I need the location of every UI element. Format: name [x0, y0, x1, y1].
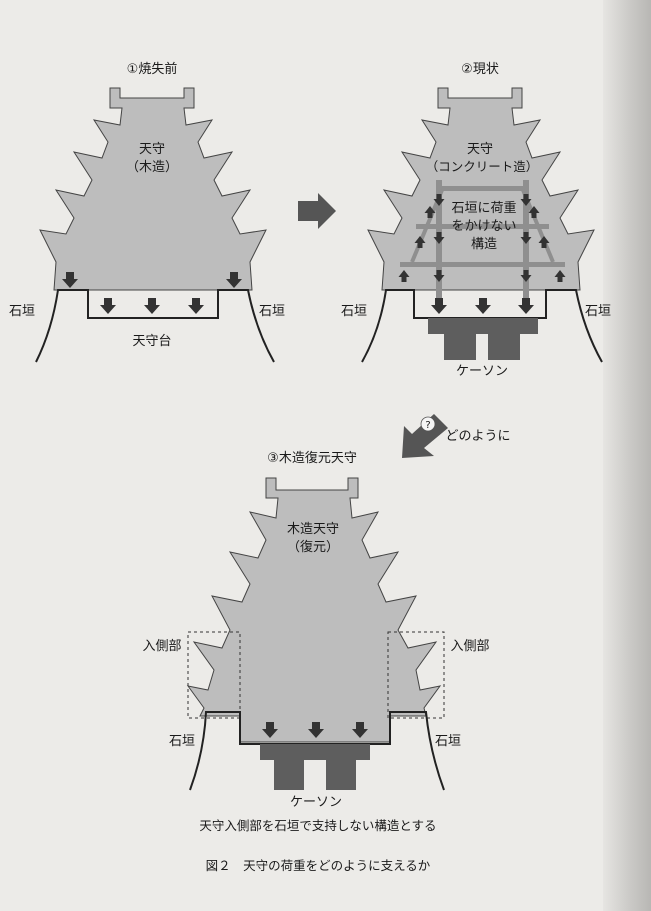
- question-mark: ?: [425, 420, 430, 431]
- panel1-wall-left-label: 石垣: [9, 304, 35, 319]
- panel1-stone-wall: [35, 289, 275, 363]
- figure-description: 天守入側部を石垣で支持しない構造とする: [199, 818, 436, 833]
- question-badge: [420, 416, 436, 432]
- panel3-caisson-label: ケーソン: [290, 795, 342, 810]
- panel3-wall-left-label: 石垣: [169, 734, 195, 749]
- panel3-caisson: [260, 744, 370, 790]
- panel2-tower-material: （コンクリート造）: [426, 159, 539, 174]
- panel2-caisson: [428, 318, 538, 360]
- panel2-note-line3: 構造: [471, 237, 497, 252]
- panel3-side-left-label: 入側部: [142, 639, 181, 654]
- panel1-title: ①焼失前: [127, 61, 178, 77]
- panel3-tower-label: 木造天守: [287, 522, 339, 537]
- panel2-wall-right-label: 石垣: [585, 304, 611, 319]
- question-transition: ? どのように: [402, 414, 511, 458]
- panel-before-fire: ①焼失前 天守 （木造） 石垣 石垣 天守台: [9, 61, 285, 363]
- panel2-load-arrow: [475, 298, 491, 314]
- panel2-load-arrow: [518, 298, 534, 314]
- panel1-tower: [39, 87, 267, 291]
- panel2-title: ②現状: [461, 62, 499, 77]
- transition-arrow-right: [298, 193, 336, 229]
- panel3-title: ③木造復元天守: [267, 450, 357, 466]
- panel3-side-right-label: 入側部: [450, 639, 489, 654]
- panel1-load-arrow: [100, 298, 116, 314]
- panel1-load-arrow: [188, 298, 204, 314]
- side-section-box-left: [187, 631, 241, 719]
- panel1-tower-material: （木造）: [126, 160, 178, 175]
- panel2-caisson-label: ケーソン: [456, 364, 508, 379]
- panel2-tower-label: 天守: [467, 142, 493, 157]
- panel1-base-label: 天守台: [132, 334, 171, 349]
- side-section-box-right: [387, 631, 445, 719]
- panel2-note-line1: 石垣に荷重: [451, 200, 516, 216]
- panel3-wall-right-label: 石垣: [435, 734, 461, 749]
- figure-caption: 図２ 天守の荷重をどのように支えるか: [206, 858, 431, 873]
- panel2-note-line2: をかけない: [451, 219, 516, 234]
- panel3-tower-status: （復元）: [287, 539, 339, 555]
- transition-arrow-diagonal: [402, 414, 448, 458]
- transition-label: どのように: [445, 429, 510, 444]
- panel2-wall-left-label: 石垣: [341, 304, 367, 319]
- panel1-wall-right-label: 石垣: [259, 304, 285, 319]
- panel2-load-arrow: [431, 298, 447, 314]
- panel1-tower-label: 天守: [139, 142, 165, 157]
- panel1-load-arrow: [144, 298, 160, 314]
- panel-wooden-reconstruction: ③木造復元天守 木造天守 （復元） 入側部 入側部 石垣 石垣 ケーソン: [142, 450, 489, 810]
- panel-current: ②現状 天守 （コンクリート造） 石垣に荷重 をかけない 構造: [341, 62, 611, 379]
- page-gutter-shadow: [603, 0, 651, 911]
- panel3-tower: [186, 477, 442, 743]
